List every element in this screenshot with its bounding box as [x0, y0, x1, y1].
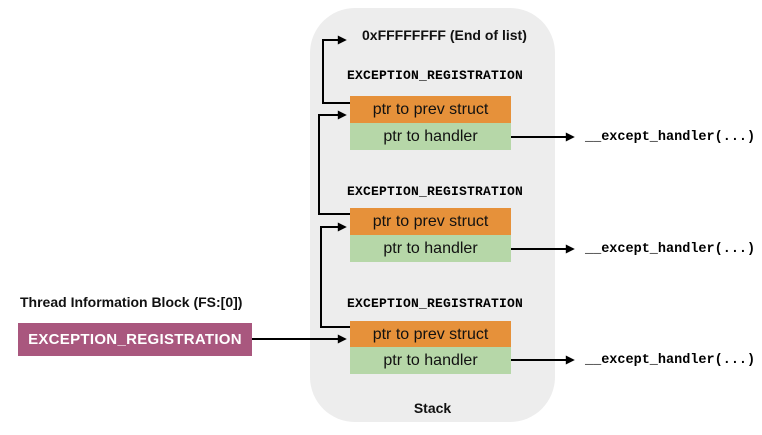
- ptr-to-handler-cell-2: ptr to handler: [350, 235, 511, 262]
- except-handler-label-3: __except_handler(...): [585, 353, 756, 368]
- tib-exception-registration-box: EXCEPTION_REGISTRATION: [18, 323, 252, 356]
- ptr-to-prev-struct-cell-1: ptr to prev struct: [350, 96, 511, 123]
- except-handler-label-1: __except_handler(...): [585, 130, 756, 145]
- except-handler-label-2: __except_handler(...): [585, 242, 756, 257]
- ptr-to-prev-struct-cell-3: ptr to prev struct: [350, 321, 511, 348]
- ptr-to-handler-cell-1: ptr to handler: [350, 123, 511, 150]
- end-of-list-label: 0xFFFFFFFF (End of list): [362, 27, 527, 43]
- exception-registration-label-3: EXCEPTION_REGISTRATION: [347, 296, 524, 311]
- ptr-to-handler-cell-3: ptr to handler: [350, 347, 511, 374]
- tib-title: Thread Information Block (FS:[0]): [20, 294, 243, 310]
- exception-registration-label-2: EXCEPTION_REGISTRATION: [347, 184, 524, 199]
- stack-caption: Stack: [413, 400, 452, 416]
- ptr-to-prev-struct-cell-2: ptr to prev struct: [350, 208, 511, 235]
- exception-registration-label-1: EXCEPTION_REGISTRATION: [347, 68, 524, 83]
